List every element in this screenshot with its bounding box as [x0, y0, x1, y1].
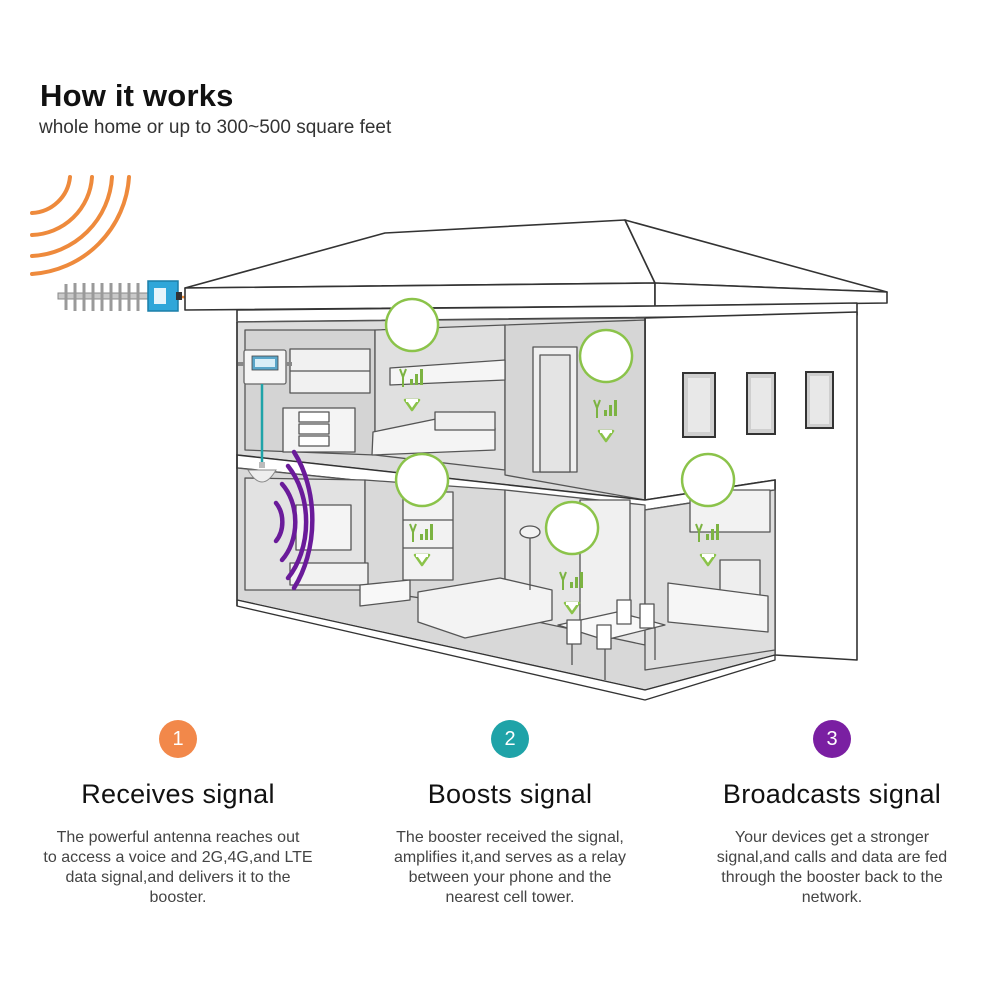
step-receives-signal: 1 Receives signal The powerful antenna r… — [28, 720, 328, 908]
step-title: Broadcasts signal — [722, 779, 942, 809]
yagi-antenna-icon — [57, 280, 182, 312]
step-number-badge: 1 — [159, 720, 197, 758]
step-number-badge: 3 — [813, 720, 851, 758]
dome-antenna-icon — [247, 462, 277, 483]
page-title: How it works — [40, 78, 234, 113]
step-boosts-signal: 2 Boosts signal The booster received the… — [360, 720, 660, 908]
step-title: Receives signal — [81, 779, 275, 809]
house-diagram — [30, 175, 888, 701]
step-title: Boosts signal — [427, 779, 593, 809]
lower-floor — [236, 467, 776, 701]
step-description: The powerful antenna reaches out to acce… — [43, 829, 313, 906]
incoming-signal-waves — [30, 175, 131, 276]
page-subtitle: whole home or up to 300~500 square feet — [39, 117, 392, 138]
step-description: The booster received the signal, amplifi… — [393, 829, 627, 906]
roof — [184, 219, 888, 323]
step-broadcasts-signal: 3 Broadcasts signal Your devices get a s… — [682, 720, 982, 908]
broadcast-signal-waves — [273, 449, 315, 591]
signal-booster-icon — [238, 349, 292, 385]
step-description: Your devices get a stronger signal,and c… — [716, 829, 948, 906]
step-number-badge: 2 — [491, 720, 529, 758]
